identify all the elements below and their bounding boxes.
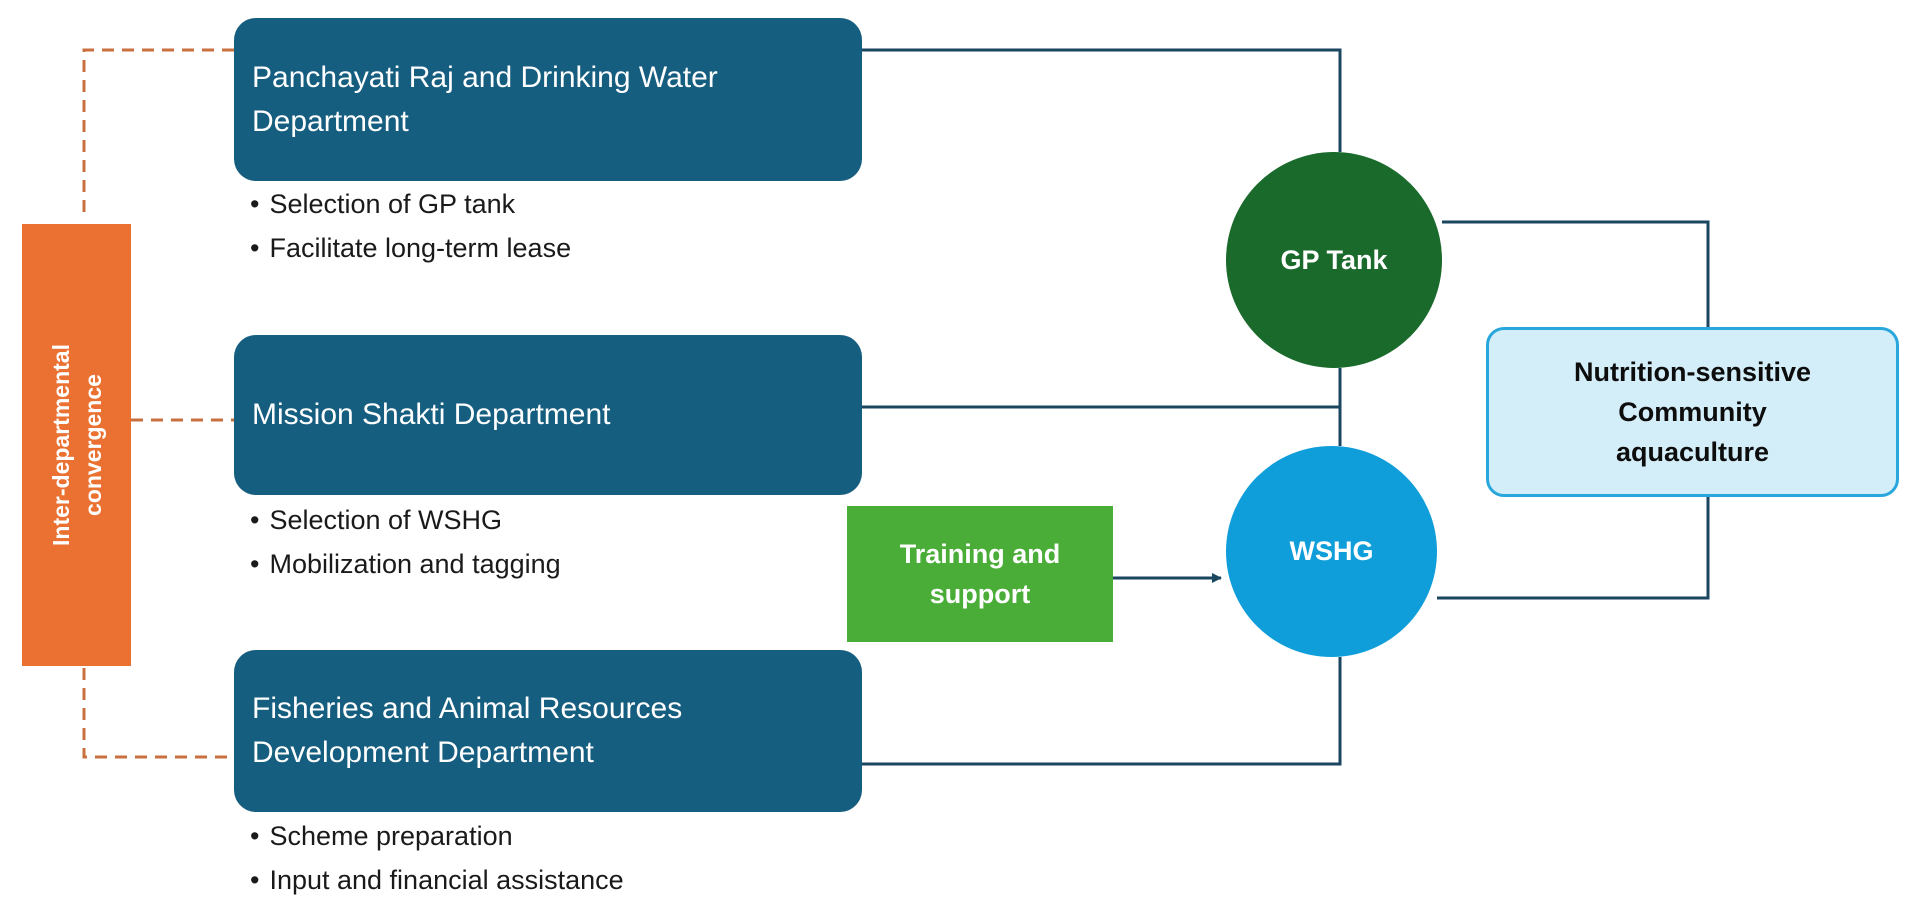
nutrition-sensitive-aquaculture-box: Nutrition-sensitive Community aquacultur… [1486,327,1899,497]
task-item: Input and financial assistance [250,858,623,902]
department-mission-shakti: Mission Shakti Department [234,335,862,495]
department-fisheries-tasks: Scheme preparation Input and financial a… [250,814,624,902]
department-title-line: Fisheries and Animal Resources [252,692,683,725]
wshg-label: WSHG [1289,536,1374,566]
inter-departmental-convergence-label: Inter-departmental convergence [22,224,131,666]
task-item: Mobilization and tagging [250,542,560,586]
department-mission-shakti-tasks: Selection of WSHG Mobilization and taggi… [250,498,561,586]
gp-tank-node: GP Tank [1226,152,1442,368]
training-line-2: support [929,579,1031,609]
outcome-line-2: Community [1618,397,1767,427]
department-title-line: Mission Shakti Department [252,398,611,431]
department-panchayati-raj-tasks: Selection of GP tank Facilitate long-ter… [250,182,571,270]
training-line-1: Training and [899,539,1061,569]
task-item: Selection of WSHG [250,498,561,542]
task-item: Selection of GP tank [250,182,571,226]
department-title-line: Department [252,104,409,138]
gp-tank-label: GP Tank [1280,244,1388,275]
wshg-node: WSHG [1226,446,1437,657]
convergence-line-2: convergence [79,374,106,516]
outcome-connectors [1437,220,1710,600]
department-title-line: Development Department [252,736,594,769]
outcome-line-1: Nutrition-sensitive [1573,357,1812,387]
task-item: Facilitate long-term lease [250,226,571,270]
convergence-line-1: Inter-departmental [47,344,74,546]
outcome-line-3: aquaculture [1615,437,1770,467]
task-item: Scheme preparation [250,814,624,858]
department-panchayati-raj: Panchayati Raj and Drinking Water Depart… [234,18,862,181]
department-fisheries: Fisheries and Animal Resources Developme… [234,650,862,812]
department-connectors [862,48,1342,766]
training-and-support-box: Training and support [847,506,1113,642]
convergence-dashed-bracket [82,48,234,759]
department-title-line: Panchayati Raj and Drinking Water [252,60,718,94]
